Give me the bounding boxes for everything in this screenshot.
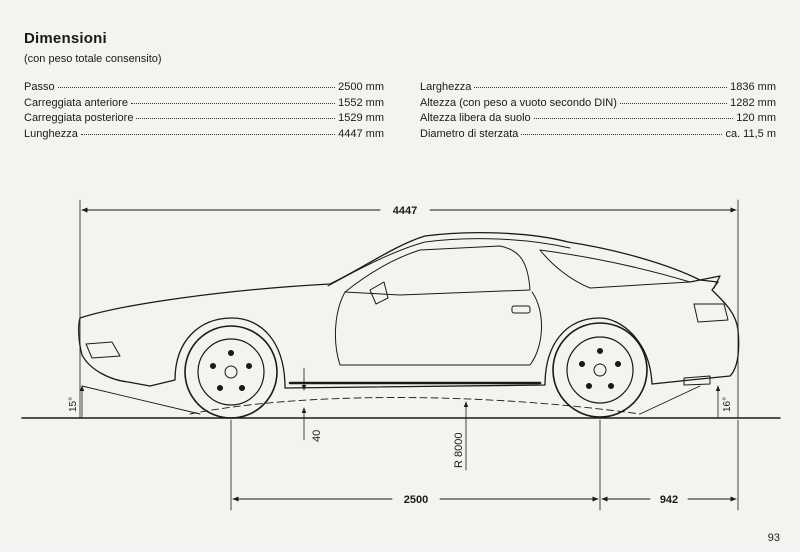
specs-left: Passo 2500 mm Carreggiata anteriore 1552 m…	[24, 80, 384, 142]
rear-light	[693, 303, 729, 323]
spec-value: 2500 mm	[338, 81, 384, 93]
car-body	[78, 231, 740, 389]
spec-row: Passo 2500 mm	[24, 80, 384, 96]
leader-dots	[474, 86, 728, 88]
rear-spoiler	[689, 275, 721, 289]
door-handle	[511, 305, 531, 314]
rear-quarter-window	[539, 249, 691, 289]
spec-value: 1529 mm	[338, 112, 384, 124]
ramp-radius-label: R 8000	[453, 433, 465, 468]
page-title: Dimensioni	[24, 30, 107, 47]
page-subtitle: (con peso totale consensito)	[24, 53, 162, 65]
spec-value: 1836 mm	[730, 81, 776, 93]
approach-angle-label: 15°	[68, 397, 79, 412]
leader-dots	[57, 86, 336, 88]
spec-row: Altezza (con peso a vuoto secondo DIN) 12…	[420, 96, 776, 112]
specs-right: Larghezza 1836 mm Altezza (con peso a vuo…	[420, 80, 776, 142]
spec-row: Larghezza 1836 mm	[420, 80, 776, 96]
spec-label: Diametro di sterzata	[420, 127, 519, 140]
approach-angle-line	[81, 385, 201, 415]
wheelbase-dimension: 2500 942	[230, 419, 739, 511]
car-body-outline	[78, 231, 740, 389]
spec-row: Diametro di sterzata ca. 11,5 m	[420, 127, 776, 143]
side-mirror	[369, 281, 389, 305]
page-number: 93	[767, 532, 780, 544]
spec-value: 1552 mm	[338, 96, 384, 109]
spec-label: Altezza libera da suolo	[420, 112, 531, 124]
spec-label: Larghezza	[420, 81, 472, 93]
overall-length-dimension: 4447	[79, 199, 739, 419]
front-wheel	[184, 325, 278, 419]
departure-angle-label: 16°	[722, 397, 733, 412]
spec-label: Carreggiata anteriore	[24, 96, 128, 109]
leader-dots	[130, 102, 336, 104]
leader-dots	[80, 133, 336, 135]
overall-length-label: 4447	[393, 205, 417, 217]
leader-dots	[521, 133, 723, 135]
front-light	[85, 341, 121, 359]
spec-label: Altezza (con peso a vuoto secondo DIN)	[420, 96, 617, 109]
ramp-radius-arc	[189, 397, 641, 415]
spec-label: Passo	[24, 81, 55, 93]
spec-row: Altezza libera da suolo 120 mm	[420, 111, 776, 127]
rear-overhang-label: 942	[660, 494, 678, 506]
spec-row: Carreggiata posteriore 1529 mm	[24, 111, 384, 127]
door-outline	[335, 291, 542, 366]
spec-label: Carreggiata posteriore	[24, 112, 134, 124]
wheelbase-label: 2500	[404, 494, 428, 506]
exhaust	[683, 375, 711, 386]
spec-row: Carreggiata anteriore 1552 mm	[24, 96, 384, 112]
spec-value: 4447 mm	[338, 127, 384, 140]
spec-value: ca. 11,5 m	[725, 127, 776, 140]
ground-clearance-label: 40	[311, 430, 323, 442]
leader-dots	[136, 117, 336, 119]
roof-line	[327, 238, 571, 287]
rear-wheel	[552, 322, 648, 418]
spec-value: 120 mm	[736, 112, 776, 124]
spec-row: Lunghezza 4447 mm	[24, 127, 384, 143]
spec-value: 1282 mm	[730, 96, 776, 109]
leader-dots	[533, 117, 734, 119]
departure-angle-line	[639, 385, 701, 415]
spec-label: Lunghezza	[24, 127, 78, 140]
leader-dots	[619, 102, 728, 104]
side-window	[344, 245, 531, 296]
